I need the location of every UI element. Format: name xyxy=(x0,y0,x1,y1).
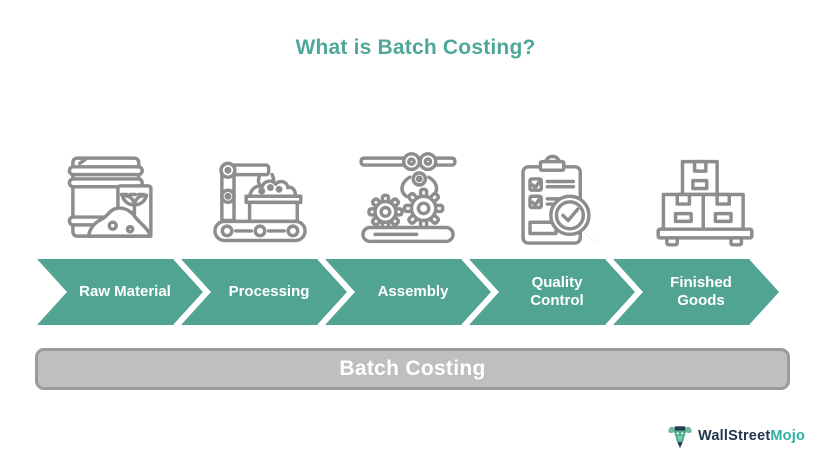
assembly-icon xyxy=(359,152,457,244)
wallstreetmojo-logo: WallStreetMojo xyxy=(666,420,805,452)
step-label: Quality Control xyxy=(530,274,584,309)
step-label: Finished Goods xyxy=(670,274,732,309)
finished-goods-icon-cell xyxy=(631,140,779,252)
batch-costing-bar: Batch Costing xyxy=(35,348,790,390)
logo-text: WallStreetMojo xyxy=(698,428,805,444)
step-label: Raw Material xyxy=(79,283,171,300)
processing-icon-cell xyxy=(185,140,333,252)
quality-control-icon-cell xyxy=(482,140,630,252)
assembly-icon-cell xyxy=(334,140,482,252)
bull-logo-icon xyxy=(668,426,692,449)
step-arrow-finished-goods: Finished Goods xyxy=(613,259,779,325)
logo-text-primary: WallStreet xyxy=(698,428,771,444)
step-arrow-raw-material: Raw Material xyxy=(37,259,203,325)
step-label: Assembly xyxy=(377,283,449,300)
logo-text-secondary: Mojo xyxy=(770,428,805,444)
batch-costing-bar-label: Batch Costing xyxy=(339,357,486,380)
step-arrow-processing: Processing xyxy=(181,259,347,325)
process-icons-row xyxy=(37,140,779,252)
raw-material-icon-cell xyxy=(37,140,185,252)
page-title: What is Batch Costing? xyxy=(295,36,536,59)
process-arrows-row: Raw Material Processing Assembly Quality… xyxy=(37,259,779,325)
finished-goods-icon xyxy=(656,159,754,247)
raw-material-icon xyxy=(67,156,153,238)
step-label: Processing xyxy=(228,283,310,300)
processing-icon xyxy=(212,161,307,243)
step-arrow-quality-control: Quality Control xyxy=(469,259,635,325)
quality-control-icon xyxy=(521,154,598,245)
step-arrow-assembly: Assembly xyxy=(325,259,491,325)
